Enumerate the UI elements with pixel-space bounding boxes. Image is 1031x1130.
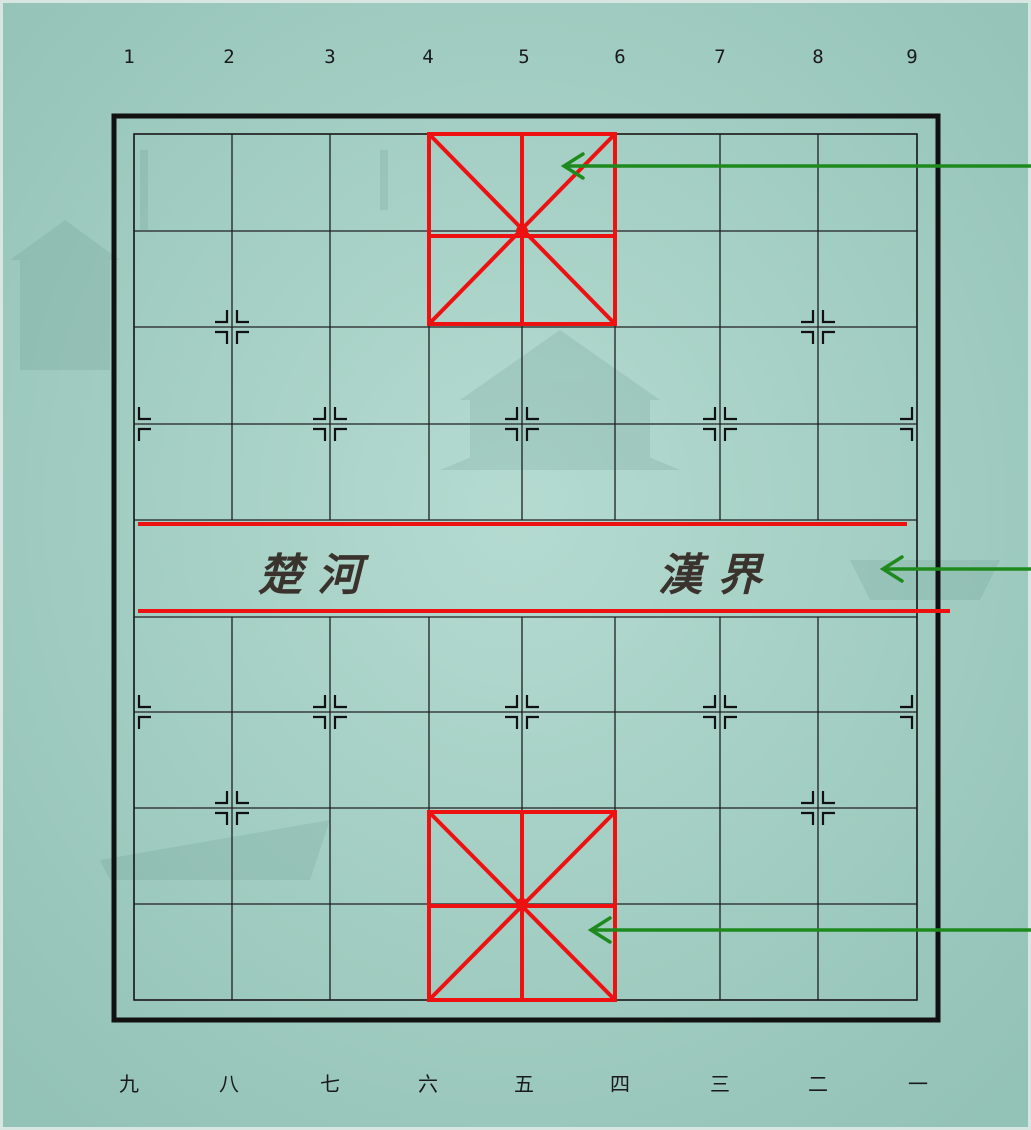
bottom-column-number: 七 [320, 1072, 340, 1096]
bottom-palace [429, 812, 615, 1000]
bottom-column-number: 六 [418, 1072, 438, 1096]
top-column-number: 7 [714, 46, 725, 68]
bottom-column-number: 三 [710, 1072, 730, 1096]
bottom-column-number: 八 [219, 1072, 239, 1096]
river-right-text: 漢 界 [658, 550, 764, 601]
top-column-number: 6 [614, 46, 625, 68]
river-left-text: 楚 河 [258, 550, 369, 601]
top-column-number: 9 [906, 46, 917, 68]
bottom-column-number: 九 [119, 1072, 139, 1096]
top-column-number: 3 [324, 46, 335, 68]
top-column-number: 1 [123, 46, 134, 68]
top-column-number: 4 [422, 46, 433, 68]
bottom-column-number: 四 [610, 1072, 630, 1096]
bottom-column-number: 五 [514, 1072, 534, 1096]
bottom-column-number: 一 [908, 1072, 928, 1096]
bottom-column-number: 二 [808, 1072, 828, 1096]
top-column-number: 2 [223, 46, 234, 68]
top-column-number: 5 [518, 46, 529, 68]
top-column-number: 8 [812, 46, 823, 68]
